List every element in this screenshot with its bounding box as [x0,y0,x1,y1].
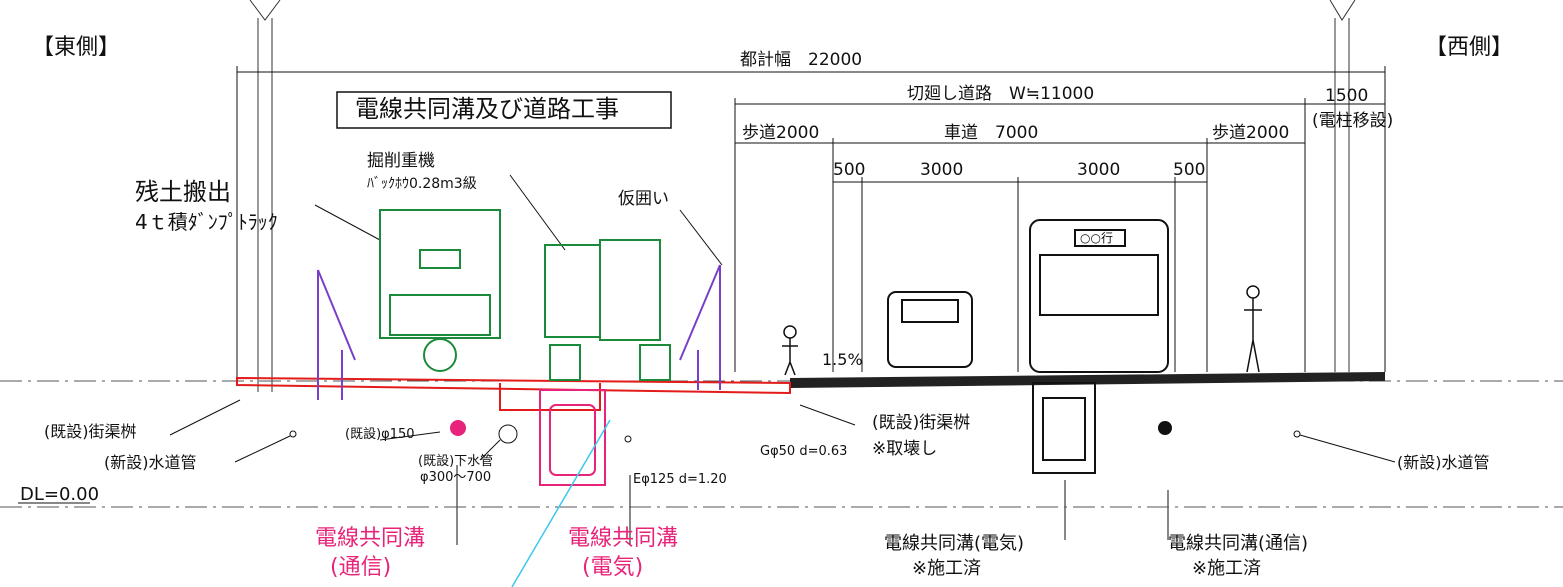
comm-conduit-done-symbol [1158,421,1172,435]
comm-done-label-1: 電線共同溝(通信) [1168,533,1309,554]
soil-removal-label: 残土搬出 [135,178,231,206]
diagram-title: 電線共同溝及び道路工事 [355,95,619,123]
existing-gully-right: (既設)街渠桝 [872,413,971,433]
elec-done-label-2: ※施工済 [912,558,982,579]
dim-frontage-road: 切廻し道路 W≒11000 [907,84,1095,104]
sewer-size: φ300～700 [420,470,492,485]
excavator-label: 掘削重機 [367,151,435,171]
east-side-label: 【東側】 [32,35,121,60]
datum-label: DL=0.00 [20,484,100,505]
cable-line [511,419,611,587]
leader-lines [169,174,1396,545]
dump-truck-label: 4ｔ積ﾀﾞﾝﾌﾟﾄﾗｯｸ [135,210,278,234]
dim-lane-left: 3000 [920,160,964,180]
comm-conduit-new-symbol [450,420,466,436]
utility-pole-east [249,0,281,392]
new-water-left: (新設)水道管 [104,453,197,472]
elec-done-label-1: 電線共同溝(電気) [884,533,1025,554]
sedan [887,291,973,368]
backhoe-label: ﾊﾞｯｸﾎｳ0.28m3級 [367,176,477,192]
dim-carriageway: 車道 7000 [944,123,1039,143]
utility-pole-west [1329,0,1356,372]
title-box [336,91,672,129]
dim-lane-right: 3000 [1077,160,1121,180]
sewer-pipe [498,424,518,444]
slope-label: 1.5% [822,350,863,369]
conduit-electric-new [539,389,606,486]
elec-new-label-2: (電気) [582,555,644,580]
dim-total-width: 都計幅 22000 [740,50,863,70]
dim-sidewalk-right: 歩道2000 [1212,123,1290,143]
existing-gully-left: (既設)街渠桝 [44,422,137,441]
existing-sewer: (既設)下水管 [418,454,494,469]
dim-shoulder-left: 500 [833,160,866,180]
dim-shoulder-right: 500 [1173,160,1206,180]
west-side-label: 【西側】 [1425,35,1514,60]
conduit-done-elec [1032,382,1096,474]
bus-sign: ○○行 [1080,231,1113,245]
dump-truck [379,209,501,372]
pedestrian-left [782,325,798,376]
e-pipe-label: Eφ125 d=1.20 [633,472,727,487]
g-pipe-label: Gφ50 d=0.63 [760,444,848,459]
temporary-fence [317,264,721,400]
comm-done-label-2: ※施工済 [1192,558,1262,579]
remove-note: ※取壊し [872,439,938,459]
work-zone-surface [236,376,791,395]
dim-pole-strip: 1500 [1325,86,1369,106]
dimension-lines [236,66,1386,380]
backhoe [544,239,671,381]
comm-new-label-2: (通信) [330,555,392,580]
dim-pole-note: (電柱移設) [1312,111,1394,131]
new-water-right: (新設)水道管 [1397,453,1490,472]
fence-label: 仮囲い [618,189,669,209]
dim-sidewalk-left: 歩道2000 [742,123,820,143]
bus [1029,219,1169,373]
comm-new-label-1: 電線共同溝 [315,526,426,551]
water-pipe-right [1293,430,1301,438]
e-pipe [624,435,632,443]
road-surface [790,372,1385,388]
elec-new-label-1: 電線共同溝 [568,526,679,551]
existing-pipe150: (既設)φ150 [345,427,415,442]
water-pipe-left [289,430,297,438]
pedestrian-right [1244,285,1262,373]
